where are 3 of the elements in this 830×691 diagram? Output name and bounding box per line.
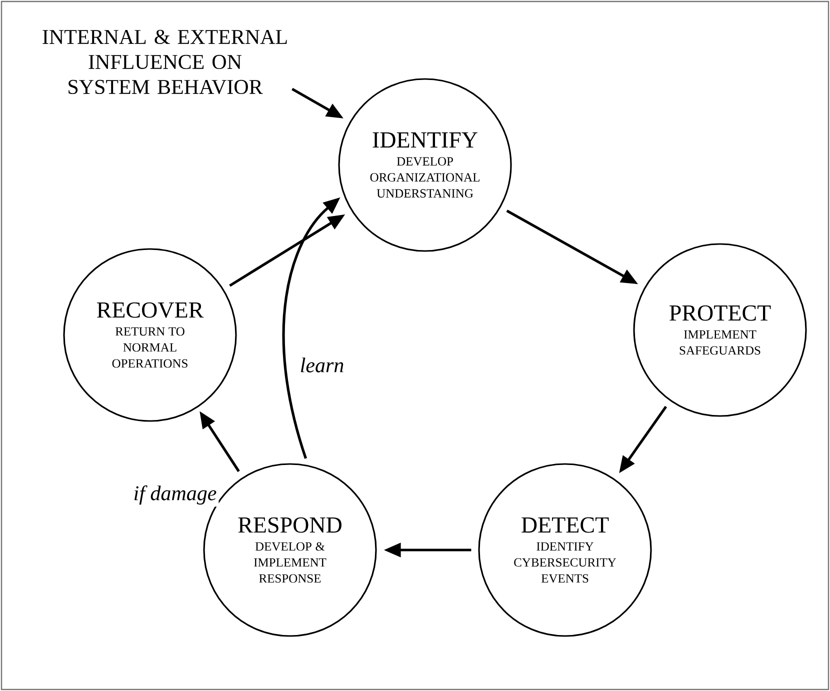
edge-label: if damage: [131, 483, 219, 507]
caption-text: INTERNAL & EXTERNAL INFLUENCE ON SYSTEM BEHAVIOR: [42, 30, 287, 94]
edge-label: learn: [298, 356, 346, 374]
